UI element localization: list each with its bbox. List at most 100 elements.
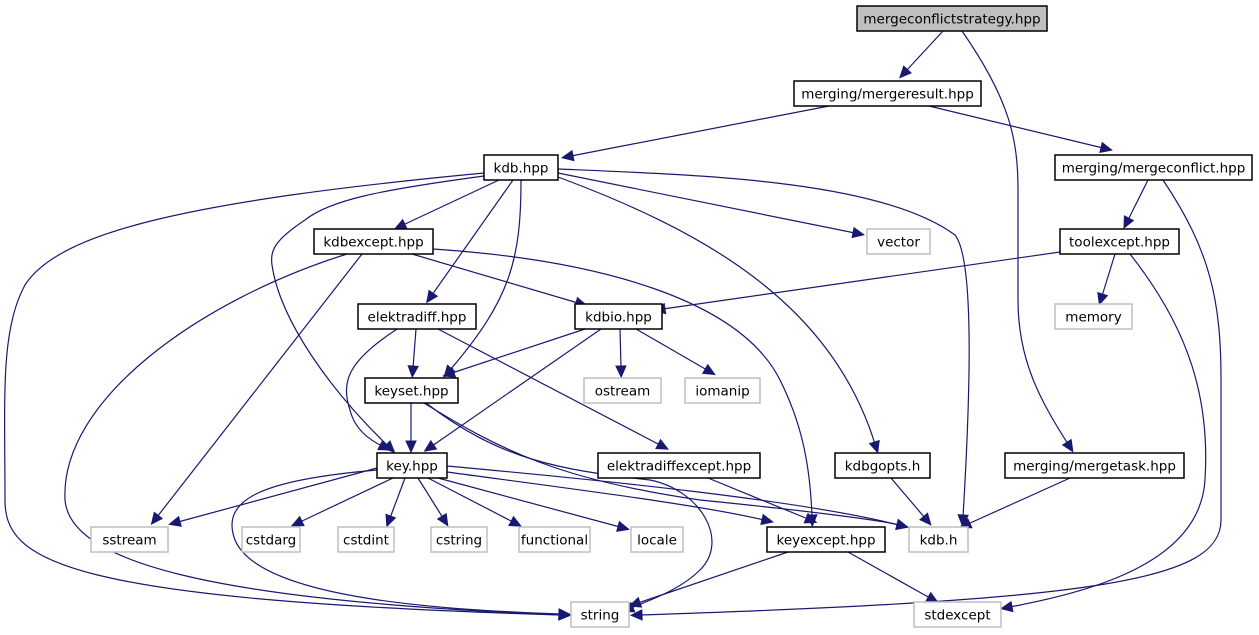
edge-line bbox=[64, 253, 562, 616]
edge-elektradiff-to-keyset bbox=[407, 328, 419, 379]
edge-kdbio-to-iomanip bbox=[635, 328, 716, 376]
node-box bbox=[518, 526, 591, 553]
node-box bbox=[1059, 228, 1180, 255]
edge-line bbox=[427, 477, 514, 523]
edge-key-to-sstream bbox=[168, 467, 378, 527]
edge-arrowhead bbox=[1123, 215, 1135, 230]
node-label: elektradiffexcept.hpp bbox=[607, 459, 751, 475]
node-key[interactable]: key.hpp bbox=[376, 452, 448, 479]
edge-line bbox=[425, 402, 713, 609]
node-box bbox=[766, 526, 886, 553]
node-label: kdbexcept.hpp bbox=[323, 235, 423, 251]
node-box bbox=[597, 452, 761, 479]
node-label: elektradiff.hpp bbox=[368, 310, 467, 326]
node-box bbox=[364, 377, 459, 404]
node-mergetask[interactable]: merging/mergetask.hpp bbox=[1004, 452, 1185, 479]
edge-line bbox=[637, 551, 789, 604]
node-toolexcept[interactable]: toolexcept.hpp bbox=[1059, 228, 1180, 255]
node-elektradiff[interactable]: elektradiff.hpp bbox=[357, 303, 477, 330]
edge-arrowhead bbox=[868, 439, 880, 454]
edge-arrowhead bbox=[442, 366, 457, 378]
edge-mergeconflictstrategy-to-mergeresult bbox=[899, 30, 944, 79]
edge-line bbox=[417, 477, 444, 519]
edge-kdbio-to-ostream bbox=[615, 328, 627, 379]
node-keyexcept[interactable]: keyexcept.hpp bbox=[766, 526, 886, 553]
edge-elektradiffexcept-to-keyexcept bbox=[707, 477, 818, 524]
edge-elektradiff-to-elektradiffexcept bbox=[437, 328, 670, 450]
node-elektradiffexcept[interactable]: elektradiffexcept.hpp bbox=[597, 452, 761, 479]
node-kdbh: kdb.h bbox=[908, 526, 969, 553]
edge-line bbox=[890, 477, 926, 519]
node-box bbox=[90, 526, 169, 553]
node-label: cstring bbox=[436, 533, 482, 549]
node-label: string bbox=[581, 608, 620, 624]
edge-arrowhead bbox=[616, 520, 630, 532]
edge-elektradiff-to-key bbox=[346, 328, 398, 451]
edge-arrowhead bbox=[407, 365, 419, 379]
node-label: ostream bbox=[595, 384, 651, 400]
edge-arrowhead bbox=[615, 365, 627, 379]
edge-kdbexcept-to-sstream bbox=[150, 253, 363, 526]
node-label: cstdint bbox=[343, 533, 389, 549]
edge-key-to-kdbh bbox=[446, 465, 909, 530]
edge-arrowhead bbox=[999, 600, 1014, 613]
edge-arrowhead bbox=[803, 512, 818, 524]
node-mergeresult[interactable]: merging/mergeresult.hpp bbox=[793, 80, 982, 107]
node-label: mergeconflictstrategy.hpp bbox=[863, 12, 1040, 28]
node-iomanip: iomanip bbox=[684, 377, 761, 404]
node-stdexcept: stdexcept bbox=[913, 601, 1002, 628]
node-box bbox=[313, 228, 434, 255]
edge-line bbox=[928, 105, 1104, 149]
edge-arrowhead bbox=[1099, 141, 1113, 154]
edge-key-to-locale bbox=[437, 477, 630, 532]
edges-layer bbox=[3, 30, 1222, 621]
node-kdbgopts[interactable]: kdbgopts.h bbox=[834, 452, 931, 479]
edge-line bbox=[3, 172, 562, 616]
edge-mergeconflictstrategy-to-mergetask bbox=[961, 30, 1074, 453]
edge-line bbox=[570, 105, 830, 157]
edge-line bbox=[389, 477, 406, 519]
node-mergeconflictstrategy[interactable]: mergeconflictstrategy.hpp bbox=[856, 5, 1048, 32]
edge-line bbox=[432, 248, 813, 518]
edge-line bbox=[847, 551, 931, 599]
edge-arrowhead bbox=[423, 439, 438, 452]
node-label: vector bbox=[877, 235, 920, 251]
node-box bbox=[570, 601, 630, 628]
edge-line bbox=[437, 477, 621, 528]
edge-line bbox=[299, 477, 394, 523]
edge-arrowhead bbox=[168, 515, 182, 527]
edge-keyexcept-to-stdexcept bbox=[847, 551, 939, 603]
edge-kdbhpp-to-string bbox=[3, 172, 572, 621]
edge-line bbox=[346, 328, 398, 447]
node-box bbox=[357, 303, 477, 330]
node-kdbio[interactable]: kdbio.hpp bbox=[574, 303, 663, 330]
node-box bbox=[908, 526, 969, 553]
node-keyset[interactable]: keyset.hpp bbox=[364, 377, 459, 404]
edge-arrowhead bbox=[385, 513, 397, 528]
edge-key-to-keyexcept bbox=[446, 471, 774, 526]
node-mergeconflict[interactable]: merging/mergeconflict.hpp bbox=[1054, 154, 1253, 181]
edge-kdbhpp-to-kdbgopts bbox=[557, 176, 880, 454]
node-box bbox=[913, 601, 1002, 628]
edge-arrowhead bbox=[560, 149, 575, 162]
node-kdbhpp[interactable]: kdb.hpp bbox=[483, 154, 559, 181]
edge-kdbhpp-to-elektradiff bbox=[426, 179, 514, 304]
edge-toolexcept-to-memory bbox=[1097, 253, 1116, 306]
edge-arrowhead bbox=[655, 438, 670, 450]
node-box bbox=[684, 377, 761, 404]
node-box bbox=[1054, 303, 1133, 330]
edge-arrowhead bbox=[405, 440, 417, 454]
edge-arrowhead bbox=[290, 515, 305, 527]
edge-toolexcept-to-kdbio bbox=[652, 251, 1061, 315]
edge-line bbox=[431, 179, 514, 296]
node-label: functional bbox=[521, 533, 588, 549]
node-label: merging/mergeresult.hpp bbox=[801, 87, 974, 103]
edge-key-to-cstring bbox=[417, 477, 449, 527]
edge-line bbox=[411, 253, 579, 304]
node-label: kdb.hpp bbox=[494, 161, 549, 177]
node-label: memory bbox=[1065, 310, 1121, 326]
node-kdbexcept[interactable]: kdbexcept.hpp bbox=[313, 228, 434, 255]
edge-line bbox=[177, 467, 378, 523]
edge-arrowhead bbox=[895, 518, 909, 530]
